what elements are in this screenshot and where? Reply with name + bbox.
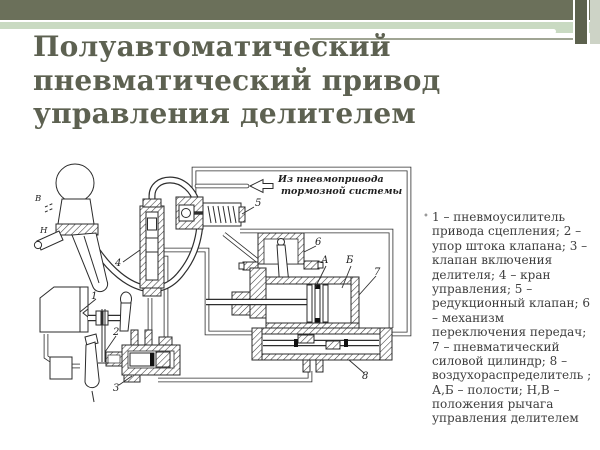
header-accent-vertical: [573, 0, 589, 44]
caption-text: 1 – пневмоусилитель привода сцепления; 2…: [432, 210, 592, 426]
label-position-V: В: [34, 194, 41, 204]
header-bar-dark: [0, 0, 600, 20]
control-valve-4: [139, 198, 165, 297]
label-part-7: 7: [374, 267, 381, 278]
bullet-marker: •: [423, 211, 429, 222]
label-cavity-A: А: [320, 255, 329, 266]
pneumatic-diagram: 1 2 3 4 5 6 7 8 А Б В Н Из пневмопривода…: [28, 152, 420, 438]
slide-title: Полуавтоматический пневматический привод…: [33, 30, 441, 131]
clutch-pedal: [84, 333, 100, 403]
reduction-valve-5: [175, 196, 246, 230]
divider-valve-3: [105, 329, 181, 383]
valve-stem-stop-2: [98, 309, 109, 364]
label-part-3: 3: [113, 383, 119, 394]
power-cylinder-7: [206, 267, 360, 331]
label-part-6: 6: [315, 237, 322, 248]
header-white-stripe: [0, 29, 556, 34]
label-part-5: 5: [255, 198, 261, 209]
caption-block: • 1 – пневмоусилитель привода сцепления;…: [420, 210, 596, 426]
header-accent-shadow: [590, 0, 600, 44]
air-distributor-8: [251, 327, 393, 373]
label-part-8: 8: [362, 371, 368, 382]
leader-lines: [79, 206, 377, 386]
label-part-4: 4: [114, 258, 121, 269]
pneumatic-schematic-svg: 1 2 3 4 5 6 7 8 А Б В Н Из пневмопривода…: [33, 163, 412, 403]
header-thin-line: [310, 38, 586, 40]
label-part-2: 2: [112, 327, 119, 338]
header-bar-light-green: [0, 22, 600, 33]
annotation-line-1: Из пневмопривода: [277, 174, 384, 185]
label-part-1: 1: [91, 291, 97, 302]
gear-lever: [33, 163, 109, 293]
label-cavity-B: Б: [345, 255, 354, 266]
inlet-arrow-icon: [248, 178, 274, 194]
label-position-N: Н: [39, 226, 48, 236]
annotation-line-2: тормозной системы: [281, 186, 403, 197]
